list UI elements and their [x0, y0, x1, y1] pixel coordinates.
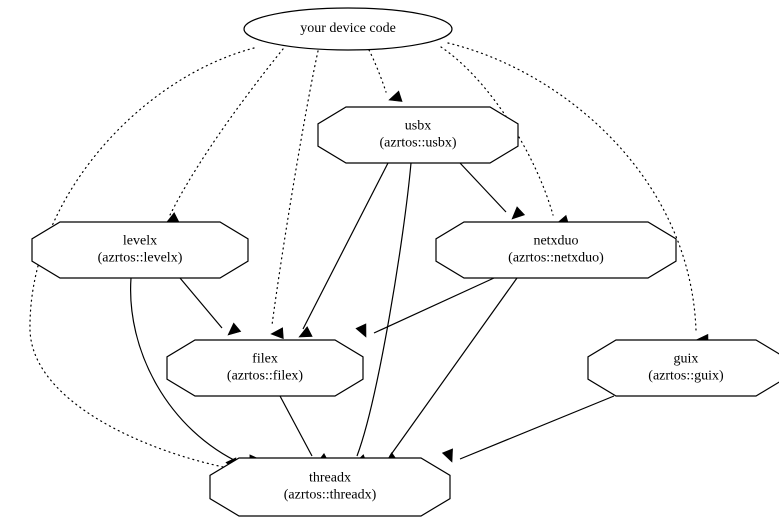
edge-line — [271, 50, 319, 326]
node-label-line: usbx — [405, 119, 431, 134]
edge-device-to-guix — [447, 42, 709, 346]
arrow-head-icon — [270, 327, 284, 340]
node-label-line: (azrtos::guix) — [648, 369, 724, 384]
edge-line — [373, 277, 495, 334]
arrow-head-icon — [298, 326, 313, 338]
node-filex[interactable]: filex(azrtos::filex) — [166, 339, 364, 397]
edge-netxduo-to-threadx — [384, 277, 518, 465]
node-layer: your device codeusbx(azrtos::usbx)levelx… — [31, 7, 779, 517]
node-label-line: threadx — [309, 471, 351, 486]
node-levelx[interactable]: levelx(azrtos::levelx) — [31, 221, 249, 279]
edge-line — [459, 162, 507, 213]
node-label-line: (azrtos::threadx) — [284, 488, 377, 503]
node-label-line: filex — [252, 352, 278, 367]
arrow-head-icon — [388, 90, 403, 102]
arrow-head-icon — [511, 206, 526, 220]
node-label-line: levelx — [123, 234, 157, 249]
node-shape-octagon — [209, 457, 451, 517]
node-shape-octagon — [166, 339, 364, 397]
edge-line — [130, 277, 243, 465]
node-device[interactable]: your device code — [243, 7, 453, 51]
node-label-line: (azrtos::usbx) — [380, 136, 457, 151]
node-netxduo[interactable]: netxduo(azrtos::netxduo) — [435, 221, 677, 279]
edge-usbx-to-threadx — [353, 162, 412, 466]
node-usbx[interactable]: usbx(azrtos::usbx) — [317, 106, 519, 164]
edge-line — [169, 48, 284, 216]
node-guix[interactable]: guix(azrtos::guix) — [587, 339, 779, 397]
edge-line — [179, 277, 223, 329]
arrow-head-icon — [441, 448, 453, 463]
edge-line — [29, 47, 255, 469]
edge-guix-to-threadx — [441, 395, 615, 463]
edge-line — [447, 42, 697, 331]
edge-line — [368, 49, 387, 93]
arrow-head-icon — [355, 323, 367, 338]
node-shape-octagon — [31, 221, 249, 279]
node-label-line: guix — [674, 352, 699, 367]
edge-device-to-filex — [270, 50, 319, 340]
node-label-line: your device code — [300, 21, 396, 36]
node-shape-octagon — [587, 339, 779, 397]
edge-line — [459, 395, 615, 460]
node-shape-ellipse — [243, 7, 453, 51]
arrow-head-icon — [227, 322, 242, 336]
edge-levelx-to-filex — [179, 277, 242, 336]
edge-device-to-levelx — [165, 48, 284, 224]
edge-usbx-to-netxduo — [459, 162, 526, 220]
node-shape-octagon — [317, 106, 519, 164]
node-label-line: (azrtos::levelx) — [98, 251, 183, 266]
node-shape-octagon — [435, 221, 677, 279]
edge-line — [389, 277, 518, 457]
edge-netxduo-to-filex — [355, 277, 495, 338]
node-label-line: netxduo — [533, 234, 578, 249]
edge-line — [356, 162, 412, 457]
node-label-line: (azrtos::filex) — [227, 369, 304, 384]
edge-usbx-to-filex — [298, 162, 389, 338]
edge-line — [302, 162, 389, 330]
edge-device-to-usbx — [368, 49, 403, 102]
edge-line — [279, 395, 313, 457]
node-label-line: (azrtos::netxduo) — [508, 251, 604, 266]
node-threadx[interactable]: threadx(azrtos::threadx) — [209, 457, 451, 517]
